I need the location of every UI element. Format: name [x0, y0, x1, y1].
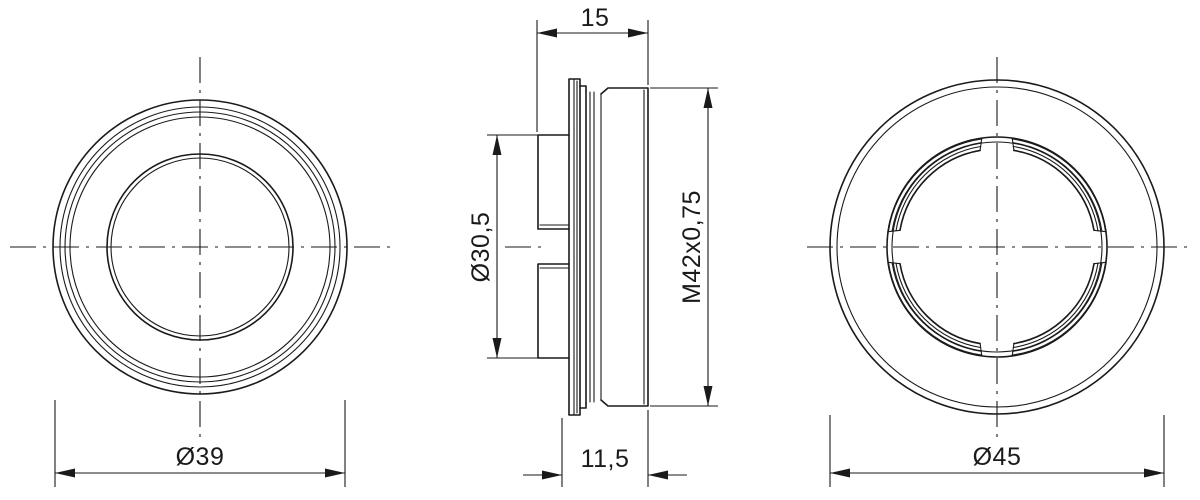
front-dimension-arrow-right [325, 468, 345, 478]
section-boss-lower [537, 263, 570, 359]
front-outer-circle-2 [59, 106, 341, 388]
rear-inner-circle-2 [891, 141, 1103, 353]
rear-segment-upper-right [1011, 137, 1107, 233]
section-dim-thread-arrow-top [703, 88, 713, 108]
section-length-115-label: 11,5 [581, 445, 630, 473]
section-dim-115-arrow-left [542, 470, 562, 480]
rear-dimension-arrow-right [1144, 468, 1164, 478]
front-outer-circle-1 [52, 99, 348, 395]
section-thread-label: M42x0,75 [678, 190, 706, 304]
front-view: Ø39 [10, 57, 390, 487]
rear-view-diameter-label: Ø45 [973, 443, 1022, 471]
rear-segment-lower-right [1011, 261, 1107, 357]
section-flange-outline [568, 78, 581, 416]
rear-outer-circle-1 [829, 79, 1165, 415]
rear-segment-group [887, 137, 1107, 357]
section-dim-115-arrow-right [648, 470, 668, 480]
section-dim-15-arrow-left [537, 28, 557, 38]
front-inner-circle-1 [106, 153, 294, 341]
section-dim-15-arrow-right [628, 28, 648, 38]
section-dim-305-arrow-top [492, 135, 502, 155]
section-rib-step-bottom [579, 402, 587, 409]
front-outer-circle-3 [64, 111, 336, 383]
front-dimension-arrow-left [55, 468, 75, 478]
rear-outer-circle-2 [836, 86, 1158, 408]
section-view: 15 11,5 Ø30,5 M42x0,75 [467, 4, 718, 487]
section-dim-305-arrow-bottom [492, 338, 502, 358]
section-dim-thread-arrow-bottom [703, 386, 713, 406]
section-length-15-label: 15 [581, 4, 610, 32]
front-view-diameter-label: Ø39 [176, 443, 225, 471]
section-boss-upper [537, 134, 570, 230]
rear-segment-upper-left [887, 137, 983, 233]
rear-view: Ø45 [807, 57, 1187, 487]
rear-inner-circle-1 [886, 136, 1108, 358]
front-outer-circle-4 [69, 116, 331, 378]
rear-dimension-arrow-left [830, 468, 850, 478]
section-thread-body-outline [600, 87, 649, 407]
section-diameter-305-label: Ø30,5 [467, 212, 495, 283]
front-inner-circle-2 [110, 157, 290, 337]
rear-segment-lower-left [887, 261, 983, 357]
section-rib-step-top [579, 85, 587, 92]
